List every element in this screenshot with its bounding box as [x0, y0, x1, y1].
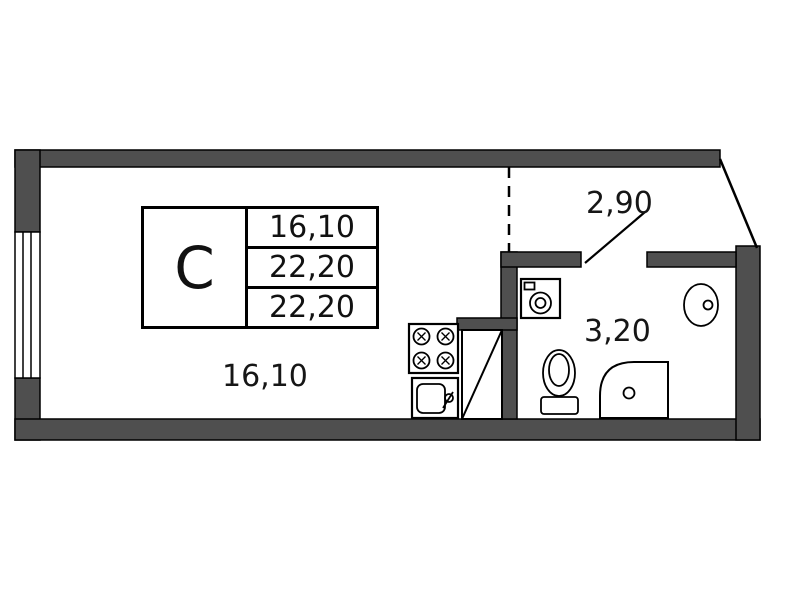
- legend-unit-type: С: [144, 209, 248, 326]
- legend-values: 16,10 22,20 22,20: [248, 209, 376, 326]
- wall-right: [735, 245, 761, 441]
- window: [14, 231, 41, 379]
- wall-bathroom-top-right: [646, 251, 737, 268]
- living-area-label: 16,10: [222, 359, 308, 394]
- walls: [14, 149, 761, 441]
- hallway-area-label: 2,90: [586, 186, 653, 221]
- legend-table: С 16,10 22,20 22,20: [141, 206, 379, 329]
- shower-icon: [599, 361, 669, 419]
- wall-top: [14, 149, 721, 168]
- wall-left-upper: [14, 149, 41, 233]
- wall-kitchen-stub: [456, 317, 518, 331]
- kitchen-sink-icon: [410, 376, 460, 420]
- legend-value-row-1: 16,10: [248, 209, 376, 249]
- entrance-door: [718, 158, 759, 249]
- stove-icon: [407, 322, 460, 375]
- wall-bottom: [14, 418, 761, 441]
- bathroom-area-label: 3,20: [584, 314, 651, 349]
- washing-machine-icon: [519, 277, 562, 320]
- bathroom-door: [584, 211, 646, 264]
- wall-bathroom-left: [500, 251, 518, 420]
- wardrobe-icon: [461, 329, 503, 420]
- legend-value-row-3: 22,20: [269, 290, 355, 325]
- toilet-icon: [540, 349, 579, 415]
- legend-value-row-2: 22,20: [248, 249, 376, 289]
- wall-bathroom-top-left: [500, 251, 582, 268]
- washbasin-icon: [683, 283, 719, 327]
- window-frame: [14, 231, 41, 379]
